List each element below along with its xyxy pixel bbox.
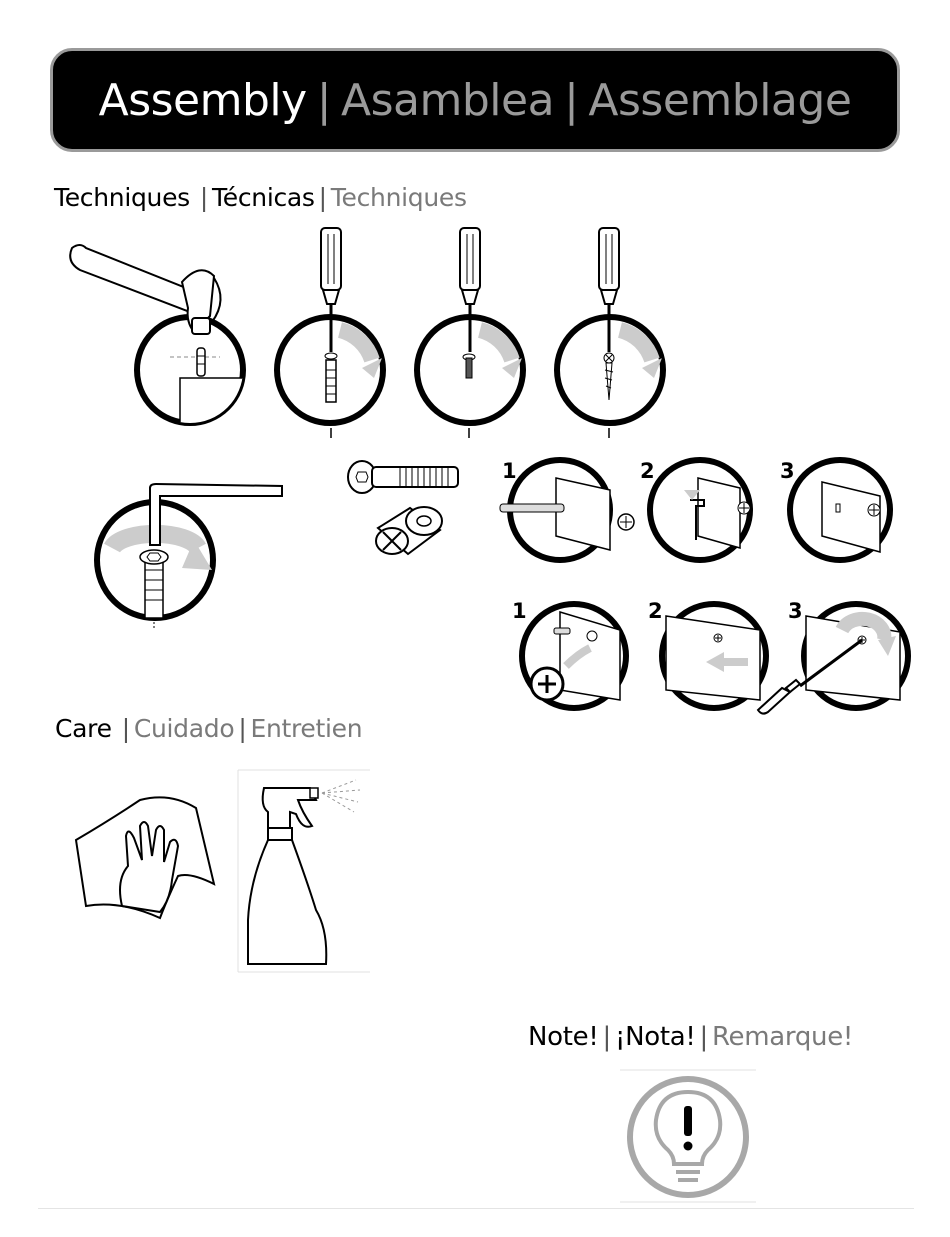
step-number: 3 xyxy=(788,599,803,623)
screwdriver-icon xyxy=(417,228,523,438)
heading-french: Remarque! xyxy=(712,1022,853,1052)
step-number: 1 xyxy=(502,459,517,483)
lightbulb-icon xyxy=(620,1070,756,1202)
cloth-hand-icon xyxy=(76,797,214,918)
heading-english: Care xyxy=(55,714,112,743)
heading-spanish: Cuidado xyxy=(134,714,235,743)
heading-separator: | xyxy=(699,1022,707,1052)
heading-french: Entretien xyxy=(250,714,362,743)
hammer-icon xyxy=(70,245,250,428)
heading-separator: | xyxy=(122,714,130,743)
screwdriver-icon xyxy=(557,228,663,438)
footer-divider xyxy=(38,1208,914,1209)
step-number: 3 xyxy=(780,459,795,483)
allen-key-icon xyxy=(97,484,282,628)
heading-separator: | xyxy=(602,1022,610,1052)
cam-install-step-1 xyxy=(522,604,626,708)
step-number: 1 xyxy=(512,599,527,623)
cam-lock-step-2 xyxy=(650,460,750,560)
screwdriver-icon xyxy=(277,228,383,438)
cam-lock-step-1 xyxy=(500,460,634,560)
barrel-nut-icon xyxy=(376,507,442,554)
step-number: 2 xyxy=(648,599,663,623)
spray-bottle-icon xyxy=(238,770,370,972)
heading-spanish: ¡Nota! xyxy=(615,1022,696,1052)
cam-install-step-3 xyxy=(758,604,908,714)
step-number: 2 xyxy=(640,459,655,483)
note-heading: Note!|¡Nota!|Remarque! xyxy=(528,1022,853,1052)
bolt-icon xyxy=(348,461,458,493)
cam-install-step-2 xyxy=(662,604,766,708)
heading-english: Note! xyxy=(528,1022,598,1052)
cam-lock-step-3 xyxy=(790,460,890,560)
heading-separator: | xyxy=(238,714,246,743)
care-heading: Care|Cuidado|Entretien xyxy=(55,714,362,743)
